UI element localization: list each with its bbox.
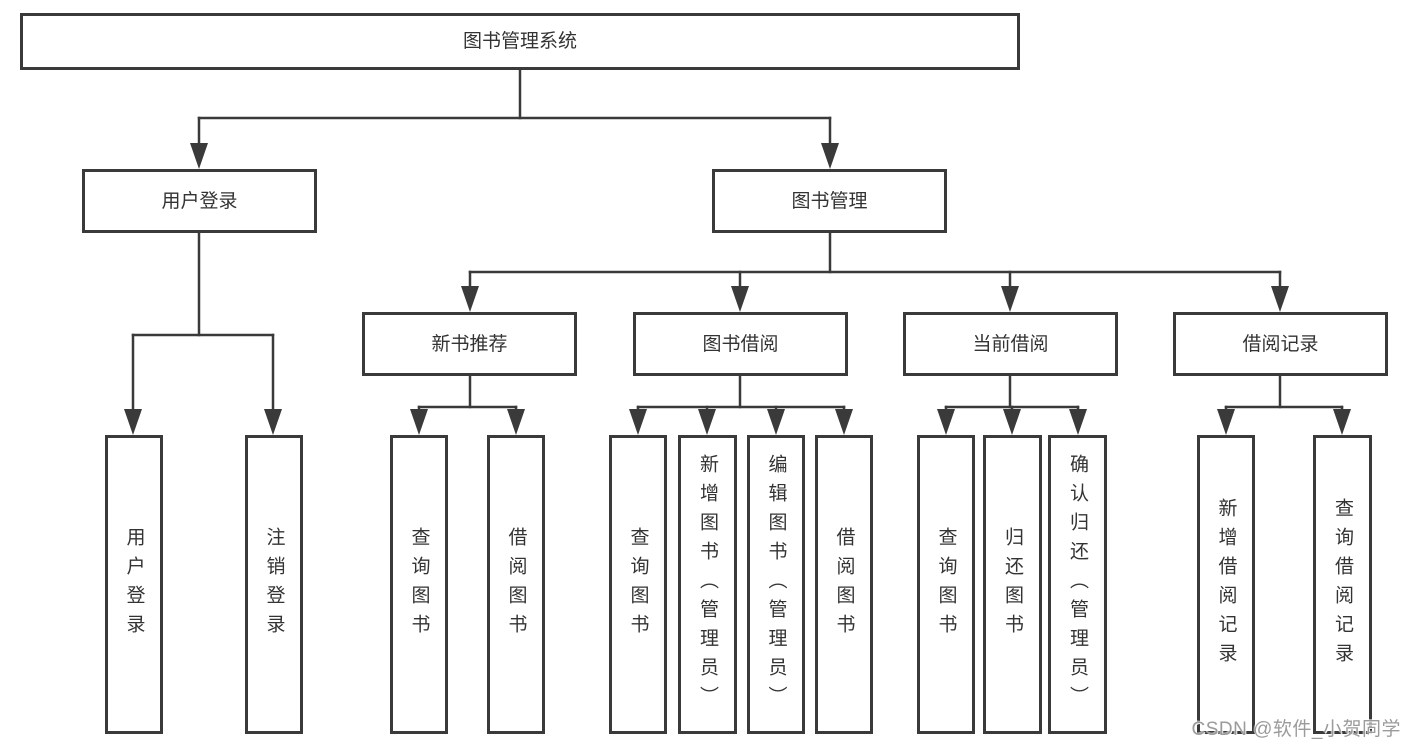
node-label: 查询图书 — [935, 526, 957, 643]
node-label: 图书借阅 — [702, 333, 779, 355]
arrowhead-icons — [124, 143, 1351, 435]
node-label: 图书管理系统 — [462, 31, 577, 52]
node-library-management-system: 图书管理系统 — [20, 13, 1020, 70]
node-current-borrowing: 当前借阅 — [903, 312, 1118, 376]
leaf-edit-book-admin: 编辑图书（管理员） — [747, 435, 805, 734]
node-book-management: 图书管理 — [712, 169, 947, 233]
leaf-query-books-recommend: 查询图书 — [390, 435, 448, 734]
leaf-return-books: 归还图书 — [983, 435, 1042, 734]
node-label: 用户登录 — [123, 526, 145, 643]
node-label: 新增图书（管理员） — [697, 454, 718, 715]
leaf-confirm-return-admin: 确认归还（管理员） — [1048, 435, 1107, 734]
watermark: CSDN @软件_小贺同学 — [1191, 719, 1401, 740]
node-label: 借阅图书 — [833, 526, 855, 643]
node-borrowing-records: 借阅记录 — [1173, 312, 1388, 376]
node-label: 借阅记录 — [1242, 333, 1319, 355]
node-label: 新增借阅记录 — [1215, 497, 1237, 672]
node-book-borrowing: 图书借阅 — [633, 312, 848, 376]
node-label: 注销登录 — [263, 526, 285, 643]
leaf-logout: 注销登录 — [245, 435, 303, 734]
node-label: 查询图书 — [627, 526, 649, 643]
node-user-login: 用户登录 — [82, 169, 317, 233]
leaf-add-book-admin: 新增图书（管理员） — [678, 435, 737, 734]
leaf-borrow-books-borrowing: 借阅图书 — [815, 435, 873, 734]
leaf-query-borrow-record: 查询借阅记录 — [1313, 435, 1372, 734]
leaf-borrow-books-recommend: 借阅图书 — [487, 435, 545, 734]
node-new-book-recommendation: 新书推荐 — [362, 312, 577, 376]
node-label: 当前借阅 — [972, 333, 1049, 355]
leaf-query-books-current: 查询图书 — [917, 435, 975, 734]
node-label: 编辑图书（管理员） — [765, 454, 787, 715]
node-label: 查询借阅记录 — [1332, 497, 1353, 672]
node-label: 归还图书 — [1002, 526, 1023, 643]
leaf-user-login: 用户登录 — [105, 435, 163, 734]
node-label: 查询图书 — [408, 526, 430, 643]
node-label: 借阅图书 — [505, 526, 527, 643]
leaf-add-borrow-record: 新增借阅记录 — [1197, 435, 1255, 734]
node-label: 新书推荐 — [431, 333, 508, 355]
node-label: 图书管理 — [791, 190, 868, 212]
leaf-query-books-borrowing: 查询图书 — [609, 435, 667, 734]
node-label: 确认归还（管理员） — [1067, 454, 1088, 715]
node-label: 用户登录 — [161, 190, 238, 212]
